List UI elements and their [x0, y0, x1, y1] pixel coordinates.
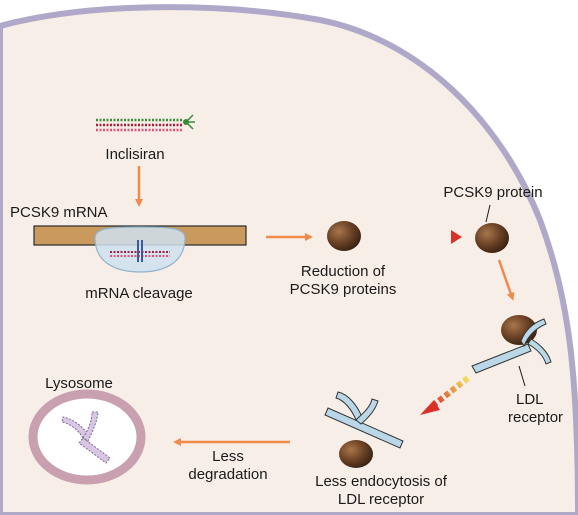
- endocytosed-receptor-icon: [324, 391, 404, 449]
- endocytosis-label-line1: Less endocytosis of: [315, 473, 448, 490]
- ldl-receptor-label-line1: LDL: [516, 391, 544, 408]
- pcsk9-mrna-label: PCSK9 mRNA: [10, 204, 108, 221]
- dashed-arrow-head: [451, 230, 462, 244]
- pcsk9-protein-leader: [485, 204, 491, 223]
- reduction-label-line2: PCSK9 proteins: [290, 281, 397, 298]
- lysosome-label: Lysosome: [45, 375, 113, 392]
- mrna-cleavage-label: mRNA cleavage: [85, 285, 193, 302]
- risc-complex-icon: [94, 226, 186, 273]
- dashed-arrow-head-2: [420, 400, 440, 415]
- endocytosis-label-line2: LDL receptor: [338, 491, 424, 508]
- reduction-label-line1: Reduction of: [301, 263, 386, 280]
- inclisiran-label: Inclisiran: [105, 146, 164, 163]
- less-degradation-line1: Less: [212, 448, 244, 465]
- inclisiran-sirna-icon: [96, 114, 195, 132]
- cleaved-mrna-icon: [110, 240, 170, 262]
- ldl-receptor-icon: [471, 318, 552, 374]
- arrow-protein-to-receptor: [497, 259, 515, 301]
- ldl-receptor-leader: [518, 365, 526, 387]
- pcsk9-protein: [475, 223, 509, 253]
- reduced-pcsk9-protein: [327, 221, 361, 251]
- less-degradation-line2: degradation: [188, 466, 267, 483]
- ldl-receptor-label-line2: receptor: [508, 409, 563, 426]
- endocytosed-pcsk9-protein: [339, 440, 373, 468]
- cell-membrane: [0, 4, 578, 515]
- degraded-receptor-icon: [61, 411, 111, 464]
- pcsk9-protein-label: PCSK9 protein: [443, 184, 542, 201]
